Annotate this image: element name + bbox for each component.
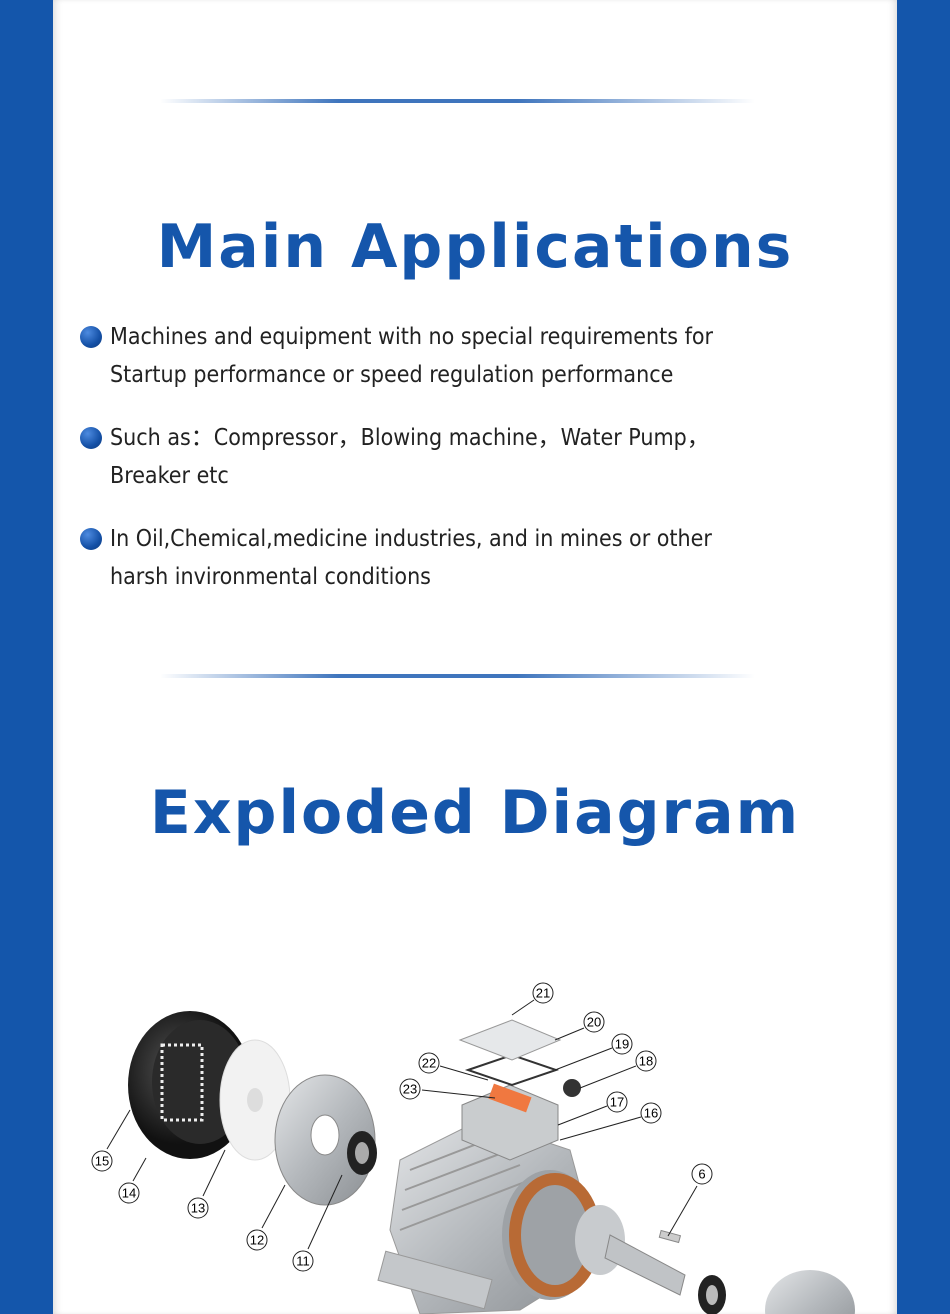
callout-23: 23: [399, 1078, 421, 1100]
divider-middle: [160, 674, 755, 678]
callouts: 21 20 19 18 22 23 17 16 6 15 14 13 12 11: [91, 982, 713, 1272]
svg-text:19: 19: [615, 1037, 629, 1052]
svg-text:20: 20: [587, 1015, 601, 1030]
shaft-parts: [658, 1229, 855, 1314]
svg-text:17: 17: [610, 1095, 624, 1110]
callout-13: 13: [187, 1197, 209, 1219]
svg-text:15: 15: [95, 1154, 109, 1169]
item-line: Such as：Compressor，Blowing machine，Water…: [110, 425, 710, 451]
callout-16: 16: [640, 1102, 662, 1124]
motor-body: [377, 1119, 686, 1314]
item-line: Startup performance or speed regulation …: [110, 362, 674, 388]
callout-17: 17: [606, 1091, 628, 1113]
leader-lines: [106, 999, 698, 1250]
callout-18: 18: [635, 1050, 657, 1072]
bullet-dot-icon: [80, 528, 102, 550]
svg-text:23: 23: [403, 1082, 417, 1097]
svg-text:14: 14: [122, 1186, 136, 1201]
callout-11: 11: [292, 1250, 314, 1272]
divider-top: [160, 99, 755, 103]
fan: [219, 1039, 291, 1161]
callout-22: 22: [418, 1052, 440, 1074]
svg-text:21: 21: [536, 986, 550, 1001]
callout-15: 15: [91, 1150, 113, 1172]
svg-text:12: 12: [250, 1233, 264, 1248]
callout-6: 6: [691, 1163, 713, 1185]
terminal-box: [458, 1019, 581, 1161]
exploded-diagram-title: Exploded Diagram: [149, 778, 801, 848]
item-line: In Oil,Chemical,medicine industries, and…: [110, 526, 712, 552]
item-line: Machines and equipment with no special r…: [110, 324, 714, 350]
svg-text:16: 16: [644, 1106, 658, 1121]
callout-21: 21: [532, 982, 554, 1004]
callout-14: 14: [118, 1182, 140, 1204]
item-line: harsh invironmental conditions: [110, 564, 431, 590]
main-applications-title: Main Applications: [156, 212, 794, 282]
item-line: Breaker etc: [110, 463, 229, 489]
bullet-dot-icon: [80, 427, 102, 449]
callout-19: 19: [611, 1033, 633, 1055]
end-shield: [274, 1074, 377, 1206]
svg-text:22: 22: [422, 1056, 436, 1071]
callout-20: 20: [583, 1011, 605, 1033]
svg-text:6: 6: [698, 1167, 705, 1182]
svg-text:18: 18: [639, 1054, 653, 1069]
svg-text:13: 13: [191, 1201, 205, 1216]
bullet-dot-icon: [80, 326, 102, 348]
svg-text:11: 11: [296, 1254, 310, 1269]
callout-12: 12: [246, 1229, 268, 1251]
